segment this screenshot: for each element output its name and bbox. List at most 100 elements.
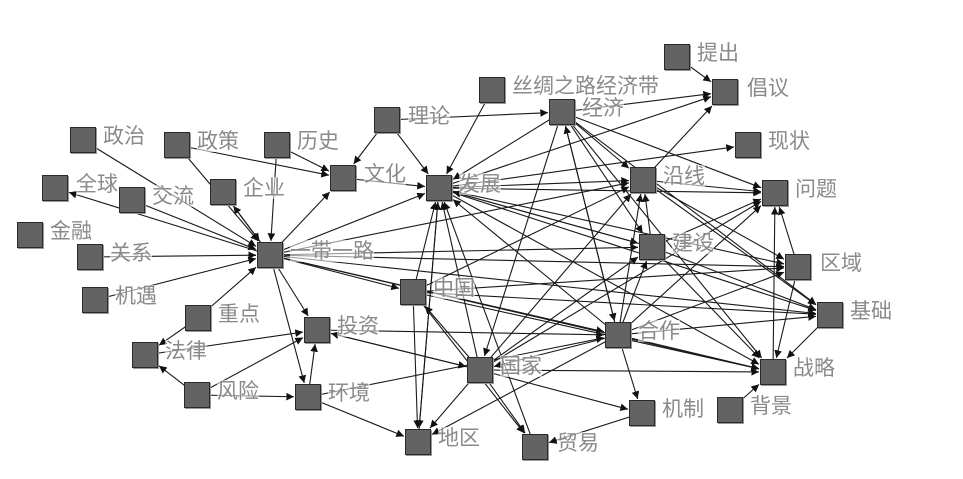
node-label: 机遇 <box>115 284 157 308</box>
node-金融[interactable] <box>17 222 43 248</box>
node-label: 风险 <box>217 379 259 403</box>
edge-经济-问题 <box>561 111 762 189</box>
node-label: 丝绸之路经济带 <box>512 74 659 98</box>
node-战略[interactable] <box>760 359 786 385</box>
node-label: 一带一路 <box>290 239 374 263</box>
node-倡议[interactable] <box>712 79 738 105</box>
edge-建设-发展 <box>452 190 653 248</box>
edge-发展-战略 <box>438 187 760 365</box>
edge-合作-地区 <box>431 334 619 435</box>
edge-合作-发展 <box>452 199 619 336</box>
edge-经济-建设 <box>561 111 644 234</box>
edge-一带一路-全球 <box>68 190 271 256</box>
node-label: 战略 <box>793 356 835 380</box>
edge-战略-问题 <box>770 206 779 373</box>
edge-区域-战略 <box>774 266 799 359</box>
node-label: 全球 <box>76 172 118 196</box>
node-机遇[interactable] <box>82 287 108 313</box>
node-交流[interactable] <box>119 187 145 213</box>
node-label: 政治 <box>103 124 145 148</box>
edge-国家-投资 <box>330 331 481 371</box>
edge-中国-沿线 <box>412 186 630 293</box>
edge-交流-一带一路 <box>131 199 257 251</box>
node-地区[interactable] <box>405 429 431 455</box>
edge-经济-发展 <box>452 111 563 180</box>
node-投资[interactable] <box>304 317 330 343</box>
node-合作[interactable] <box>605 322 631 348</box>
node-政治[interactable] <box>70 127 96 153</box>
node-label: 现状 <box>768 129 810 153</box>
node-法律[interactable] <box>132 342 158 368</box>
edge-环境-地区 <box>307 396 405 437</box>
node-区域[interactable] <box>785 254 811 280</box>
edge-贸易-发展 <box>443 201 536 448</box>
node-label: 中国 <box>433 276 475 300</box>
node-label: 企业 <box>243 176 285 200</box>
node-基础[interactable] <box>817 302 843 328</box>
node-提出[interactable] <box>664 44 690 70</box>
edge-地区-发展 <box>417 201 442 443</box>
node-机制[interactable] <box>629 400 655 426</box>
edge-发展-区域 <box>438 187 785 267</box>
node-现状[interactable] <box>735 132 761 158</box>
node-历史[interactable] <box>264 132 290 158</box>
node-丝绸之路经济带[interactable] <box>479 77 505 103</box>
node-label: 背景 <box>750 394 792 418</box>
node-背景[interactable] <box>717 397 743 423</box>
edge-中国-基础 <box>412 291 817 318</box>
node-环境[interactable] <box>295 384 321 410</box>
node-经济[interactable] <box>549 99 575 125</box>
edge-一带一路-战略 <box>269 254 760 371</box>
node-发展[interactable] <box>426 175 452 201</box>
edge-中国-地区 <box>412 291 422 429</box>
node-企业[interactable] <box>210 179 236 205</box>
node-中国[interactable] <box>400 279 426 305</box>
node-label: 国家 <box>500 354 542 378</box>
node-文化[interactable] <box>330 165 356 191</box>
edge-丝绸之路经济带-发展 <box>446 89 493 175</box>
node-label: 提出 <box>697 41 739 65</box>
node-label: 沿线 <box>663 164 705 188</box>
node-一带一路[interactable] <box>257 242 283 268</box>
edge-建设-战略 <box>651 246 760 359</box>
node-风险[interactable] <box>184 382 210 408</box>
node-label: 问题 <box>795 177 837 201</box>
node-贸易[interactable] <box>522 434 548 460</box>
node-label: 基础 <box>850 299 892 323</box>
node-label: 政策 <box>197 129 239 153</box>
edge-沿线-基础 <box>642 179 817 306</box>
node-label: 机制 <box>662 397 704 421</box>
node-政策[interactable] <box>164 132 190 158</box>
node-国家[interactable] <box>467 357 493 383</box>
node-重点[interactable] <box>185 305 211 331</box>
node-全球[interactable] <box>42 175 68 201</box>
edge-一带一路-环境 <box>269 254 306 384</box>
edge-风险-投资 <box>196 337 304 396</box>
node-问题[interactable] <box>762 180 788 206</box>
node-label: 金融 <box>50 219 92 243</box>
node-label: 法律 <box>165 339 207 363</box>
edge-合作-问题 <box>617 205 762 336</box>
edge-中国-战略 <box>412 291 760 371</box>
edge-合作-沿线 <box>617 193 644 336</box>
edge-沿线-区域 <box>642 179 785 260</box>
node-关系[interactable] <box>77 244 103 270</box>
node-label: 历史 <box>297 129 339 153</box>
node-label: 建设 <box>672 231 714 255</box>
node-沿线[interactable] <box>630 167 656 193</box>
edge-建设-基础 <box>651 246 817 311</box>
node-理论[interactable] <box>374 107 400 133</box>
edge-国家-沿线 <box>479 193 632 371</box>
edge-建设-问题 <box>651 198 762 248</box>
edge-发展-倡议 <box>438 95 712 189</box>
edge-中国-发展 <box>412 201 438 293</box>
edge-国家-建设 <box>479 256 639 371</box>
node-label: 环境 <box>328 381 370 405</box>
edge-一带一路-基础 <box>269 254 817 317</box>
node-label: 理论 <box>408 104 450 128</box>
node-label: 投资 <box>337 314 379 338</box>
node-label: 关系 <box>110 241 152 265</box>
node-建设[interactable] <box>639 234 665 260</box>
